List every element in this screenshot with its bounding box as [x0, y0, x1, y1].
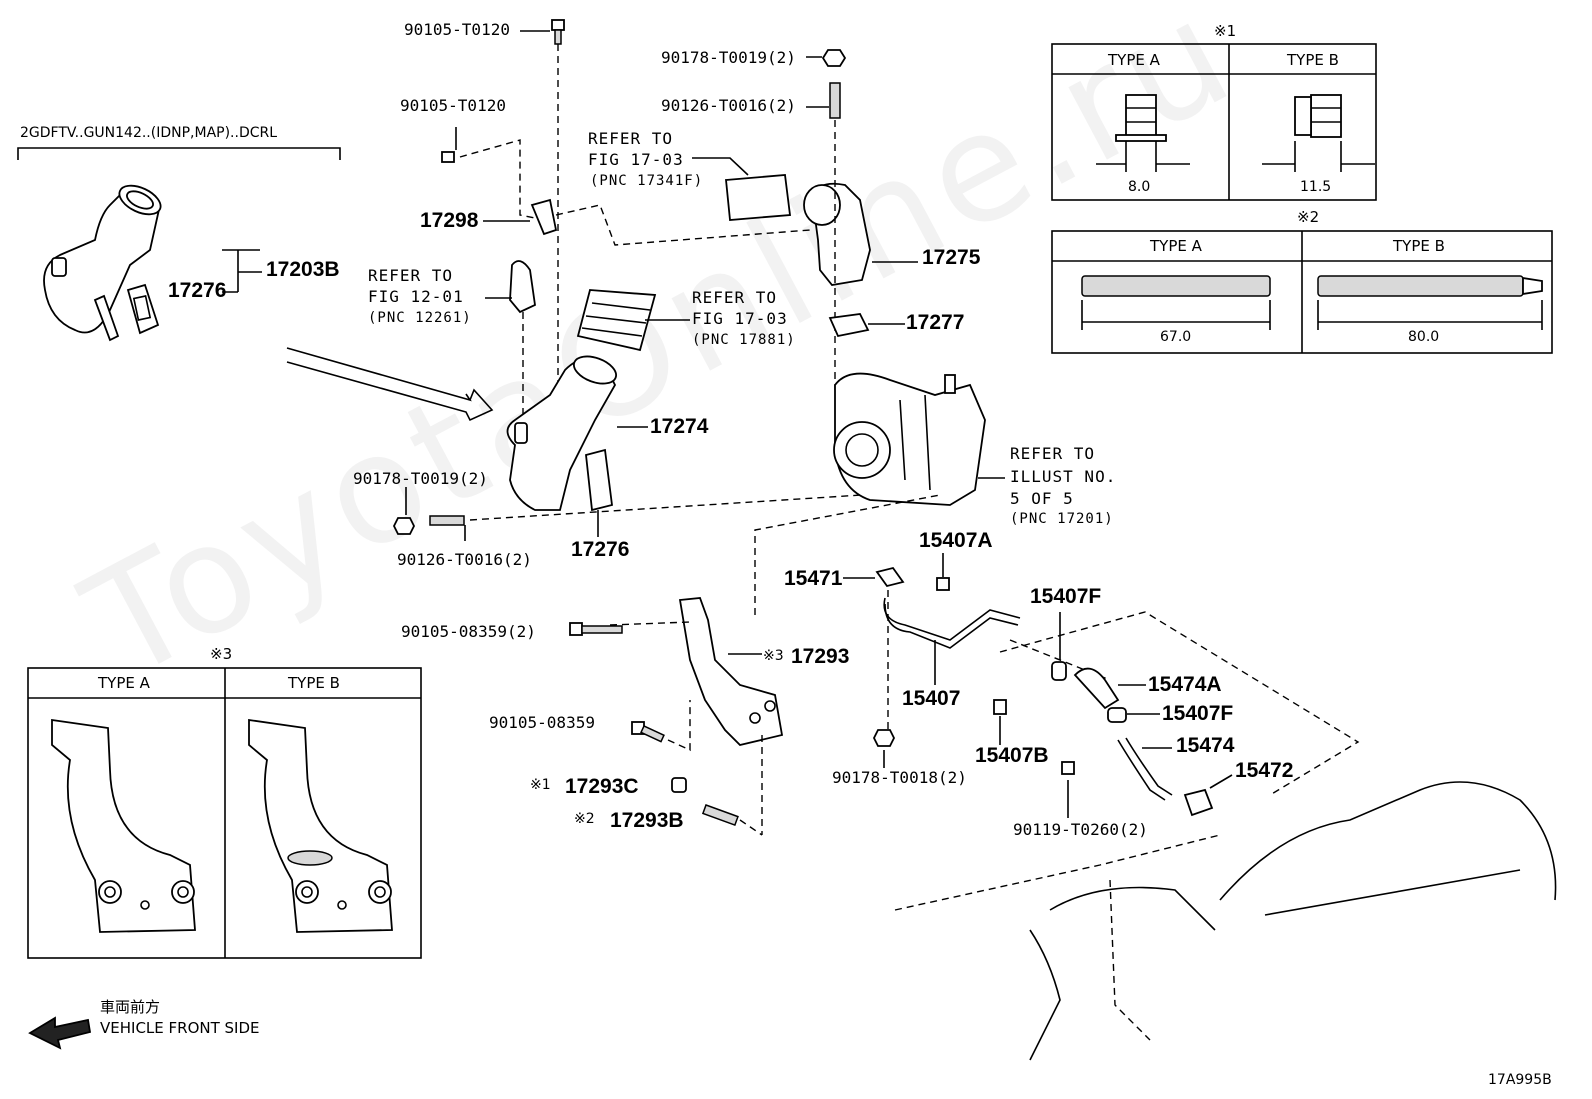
table1-type-b: TYPE B [1287, 51, 1339, 69]
ref4-line1: REFER TO [1010, 444, 1096, 463]
table2-mark: ※2 [1297, 208, 1320, 226]
ref2-line1: REFER TO [368, 266, 454, 285]
callout-15407B: 15407B [975, 744, 1049, 767]
ref2-line2: FIG 12-01 [368, 287, 464, 306]
callout-17276-inset: 17276 [168, 279, 227, 302]
callout-17275: 17275 [922, 246, 981, 269]
callout-90105-T0120-top: 90105-T0120 [404, 20, 510, 39]
callout-17276: 17276 [571, 538, 630, 561]
callout-17293B: 17293B [610, 809, 684, 832]
table2-type-a: TYPE A [1150, 237, 1202, 255]
callout-90105-08359: 90105-08359 [489, 713, 595, 732]
callout-90126-T0016-top: 90126-T0016(2) [661, 96, 796, 115]
callout-15474A: 15474A [1148, 673, 1222, 696]
callout-15474: 15474 [1176, 734, 1235, 757]
table2-type-b: TYPE B [1393, 237, 1445, 255]
table2-dim-a: 67.0 [1160, 329, 1192, 345]
callout-17293C-mark: ※1 [530, 777, 551, 793]
callout-17293C: 17293C [565, 775, 639, 798]
ref3-line1: REFER TO [692, 288, 778, 307]
callout-90178-T0019: 90178-T0019(2) [353, 469, 488, 488]
ref1-line1: REFER TO [588, 129, 674, 148]
callout-17293B-mark: ※2 [574, 811, 595, 827]
callout-17274: 17274 [650, 415, 709, 438]
callout-15472: 15472 [1235, 759, 1294, 782]
callout-15471: 15471 [784, 567, 843, 590]
inset-intake-pipe-assembly [43, 184, 162, 342]
table3-type-a: TYPE A [98, 674, 150, 692]
callout-15407A: 15407A [919, 529, 993, 552]
callout-17293-mark: ※3 [763, 648, 784, 664]
callout-15407F-upper: 15407F [1030, 585, 1102, 608]
ref1-line2: FIG 17-03 [588, 150, 684, 169]
table1-frame [1051, 43, 1377, 201]
callout-17293: 17293 [791, 645, 850, 668]
callout-90178-T0019-top: 90178-T0019(2) [661, 48, 796, 67]
callout-17203B: 17203B [266, 258, 340, 281]
ref3-line3: (PNC 17881) [692, 332, 796, 348]
model-header: 2GDFTV..GUN142..(IDNP,MAP)..DCRL [20, 125, 278, 141]
table3-mark: ※3 [210, 645, 233, 663]
table1-dim-b: 11.5 [1300, 179, 1332, 195]
front-en: VEHICLE FRONT SIDE [100, 1019, 260, 1037]
callout-17298: 17298 [420, 209, 479, 232]
callout-17277: 17277 [906, 311, 965, 334]
table3-type-b: TYPE B [288, 674, 340, 692]
ref4-line2: ILLUST NO. [1010, 467, 1117, 486]
callout-15407F-lower: 15407F [1162, 702, 1234, 725]
ref2-line3: (PNC 12261) [368, 310, 472, 326]
table2-frame [1051, 230, 1553, 354]
illustration-code: 17A995B [1488, 1072, 1552, 1088]
ref1-line3: (PNC 17341F) [590, 173, 704, 189]
callout-90105-T0120: 90105-T0120 [400, 96, 506, 115]
callout-90105-08359-2: 90105-08359(2) [401, 622, 536, 641]
table1-type-a: TYPE A [1108, 51, 1160, 69]
ref4-line3: 5 OF 5 [1010, 489, 1074, 508]
table3-frame [27, 667, 422, 959]
callout-90126-T0016: 90126-T0016(2) [397, 550, 532, 569]
ref4-line4: (PNC 17201) [1010, 511, 1114, 527]
front-jp: 車両前方 [100, 998, 161, 1016]
ref3-line2: FIG 17-03 [692, 309, 788, 328]
callout-15407: 15407 [902, 687, 961, 710]
table2-dim-b: 80.0 [1408, 329, 1440, 345]
turbocharger [833, 372, 986, 506]
table1-dim-a: 8.0 [1128, 179, 1151, 195]
callout-90119-T0260: 90119-T0260(2) [1013, 820, 1148, 839]
callout-90178-T0018: 90178-T0018(2) [832, 768, 967, 787]
table1-mark: ※1 [1214, 22, 1237, 40]
